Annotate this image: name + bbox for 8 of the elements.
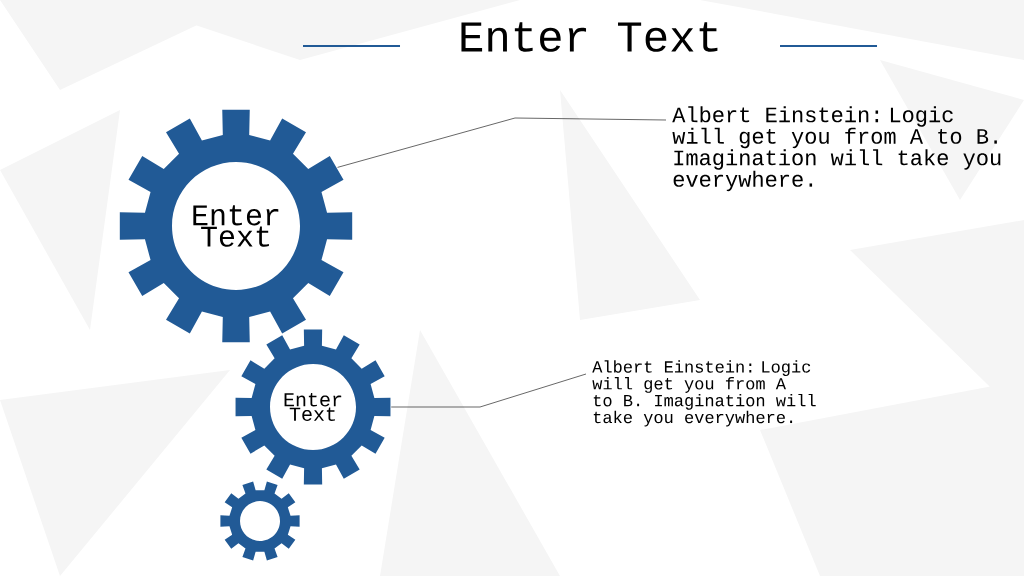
- gear: Enter Text: [235, 329, 391, 485]
- quote-text: Albert Einstein: Logic will get you from A to B. Imagination will take you everywhere.: [592, 360, 816, 427]
- quote-text: Albert Einstein: Logic will get you from A to B. Imagination will take you everywhere.: [672, 106, 1001, 192]
- title: Enter Text: [461, 22, 718, 52]
- gear: Enter Text: [119, 109, 353, 343]
- leader-line: [390, 373, 587, 408]
- leader-line: [337, 117, 667, 168]
- gear: [220, 481, 300, 561]
